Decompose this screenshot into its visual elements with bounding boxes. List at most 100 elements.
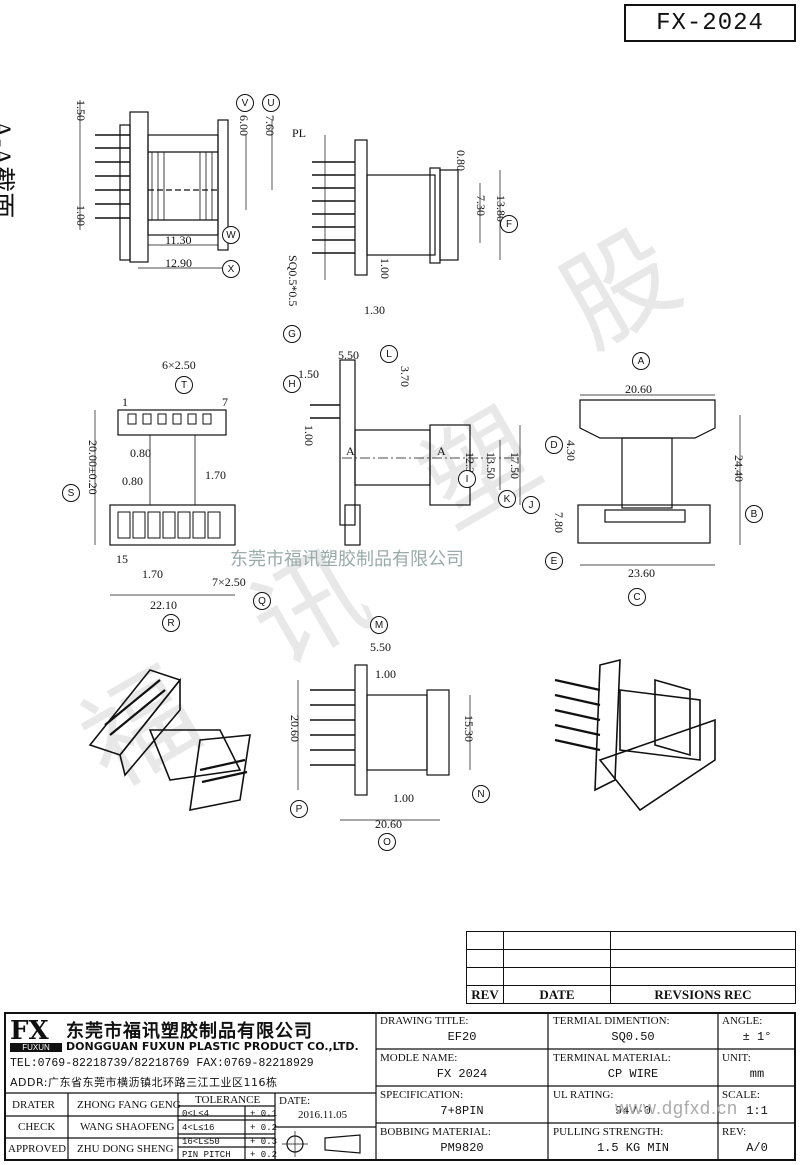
dim-side-730: 7.30: [474, 195, 488, 216]
check-value: WANG SHAOFENG: [80, 1121, 175, 1133]
isometric-right: [554, 658, 716, 812]
dim-side-130: 1.30: [364, 303, 385, 317]
tol-range-4: PIN PITCH: [182, 1150, 231, 1160]
drawing-number: FX-2024: [624, 4, 796, 42]
dim-sec-100: 1.00: [74, 205, 88, 226]
dim-top-1530: 15.30: [462, 715, 476, 742]
dim-end-780: 7.80: [552, 512, 566, 533]
section-view: [79, 100, 273, 269]
company-tel: TEL:0769-82218739/82218769 FAX:0769-8221…: [10, 1057, 314, 1070]
ul-value: 94V-0: [614, 1104, 651, 1118]
callout-front-k: K: [498, 490, 516, 508]
scale-label: SCALE:: [722, 1089, 760, 1101]
title-block: [4, 1012, 796, 1161]
callout-end-a: A: [632, 352, 650, 370]
unit-value: mm: [749, 1067, 765, 1081]
terminal-mat-value: CP WIRE: [607, 1067, 659, 1081]
dim-bot-7x250: 7×2.50: [212, 575, 246, 589]
dim-top-2060b: 20.60: [375, 817, 402, 831]
rev-value: A/0: [746, 1141, 768, 1155]
dim-bot-080a: 0.80: [130, 446, 151, 460]
unit-label: UNIT:: [722, 1052, 751, 1064]
dim-front-150: 1.50: [298, 367, 319, 381]
dim-sec-600: 6.00: [237, 115, 251, 136]
dim-front-370: 3.70: [398, 366, 412, 387]
spec-label: SPECIFICATION:: [380, 1089, 464, 1101]
callout-sec-w: W: [222, 226, 240, 244]
ul-label: UL RATING:: [553, 1089, 614, 1101]
dim-end-430: 4.30: [564, 440, 578, 461]
dim-front-a2: A: [437, 444, 446, 458]
dim-front-1350: 13.50: [484, 452, 498, 479]
dim-side-100: 1.00: [378, 258, 392, 279]
bobbin-value: PM9820: [440, 1141, 484, 1155]
callout-bot-q: Q: [253, 592, 271, 610]
tol-value-3: + 0.3: [250, 1137, 278, 1147]
pull-label: PULLING STRENGTH:: [553, 1126, 664, 1138]
dim-top-2060a: 20.60: [288, 715, 302, 742]
check-label: CHECK: [18, 1121, 56, 1133]
side-view: [312, 135, 501, 280]
end-view: [577, 394, 741, 566]
dim-side-080: 0.80: [454, 150, 468, 171]
front-view: [310, 359, 521, 546]
isometric-left: [88, 669, 251, 812]
terminal-dim-value: SQ0.50: [611, 1030, 655, 1044]
rev-label: REV:: [722, 1126, 747, 1138]
callout-sec-v: V: [236, 94, 254, 112]
date-value: 2016.11.05: [298, 1109, 348, 1121]
logo-subtitle: FUXUN: [10, 1043, 62, 1052]
approved-value: ZHU DONG SHENG: [77, 1143, 174, 1155]
dim-front-a1: A: [346, 444, 355, 458]
dim-bot-pin1: 1: [122, 395, 128, 409]
tol-value-2: + 0.2: [250, 1123, 278, 1133]
dim-bot-pin7: 7: [222, 395, 228, 409]
dim-top-100a: 1.00: [375, 667, 396, 681]
dim-front-1750: 17.50: [508, 452, 522, 479]
callout-sec-u: U: [262, 94, 280, 112]
tolerance-label: TOLERANCE: [195, 1094, 261, 1106]
title-block-grid: [4, 1012, 796, 1161]
terminal-mat-label: TERMINAL MATERIAL:: [553, 1052, 671, 1064]
callout-front-h: H: [283, 375, 301, 393]
dim-front-100: 1.00: [302, 425, 316, 446]
callout-top-n: N: [472, 785, 490, 803]
drawing-title-value: EF20: [447, 1030, 477, 1044]
callout-top-o: O: [378, 833, 396, 851]
rev-header: REV: [466, 985, 504, 1004]
dim-end-2360: 23.60: [628, 566, 655, 580]
dim-sec-760: 7.60: [263, 115, 277, 136]
company-address: ADDR:广东省东莞市横沥镇北环路三江工业区116栋: [10, 1076, 278, 1089]
tol-range-1: 0<L≤4: [182, 1109, 210, 1119]
dim-end-2060: 20.60: [625, 382, 652, 396]
company-name-cn: 东莞市福讯塑胶制品有限公司: [66, 1021, 313, 1042]
angle-label: ANGLE:: [722, 1015, 763, 1027]
dim-sec-1290: 12.90: [165, 256, 192, 270]
callout-side-f: F: [500, 215, 518, 233]
dim-bot-2210: 22.10: [150, 598, 177, 612]
terminal-dim-label: TERMIAL DIMENTION:: [553, 1015, 670, 1027]
pull-value: 1.5 KG MIN: [596, 1141, 669, 1155]
company-name-en: DONGGUAN FUXUN PLASTIC PRODUCT CO.,LTD.: [66, 1040, 359, 1053]
callout-front-i: I: [458, 470, 476, 488]
callout-front-l: L: [380, 345, 398, 363]
dim-sec-150: 1.50: [74, 100, 88, 121]
top-view: [297, 664, 471, 821]
dim-bot-170a: 1.70: [205, 468, 226, 482]
dim-end-2440: 24.40: [732, 455, 746, 482]
tol-value-1: + 0.1: [250, 1109, 278, 1119]
model-value: FX 2024: [436, 1067, 488, 1081]
callout-sec-x: X: [222, 260, 240, 278]
date-label: DATE:: [279, 1095, 311, 1107]
bobbin-label: BOBBING MATERIAL:: [380, 1126, 491, 1138]
model-label: MODLE NAME:: [380, 1052, 458, 1064]
drater-label: DRATER: [12, 1099, 55, 1111]
callout-top-m: M: [370, 616, 388, 634]
dim-front-550: 5.50: [338, 348, 359, 362]
callout-bot-t: T: [175, 376, 193, 394]
dim-bot-15: 15: [116, 552, 128, 566]
callout-front-j: J: [522, 496, 540, 514]
dim-top-550: 5.50: [370, 640, 391, 654]
callout-bot-s: S: [62, 484, 80, 502]
